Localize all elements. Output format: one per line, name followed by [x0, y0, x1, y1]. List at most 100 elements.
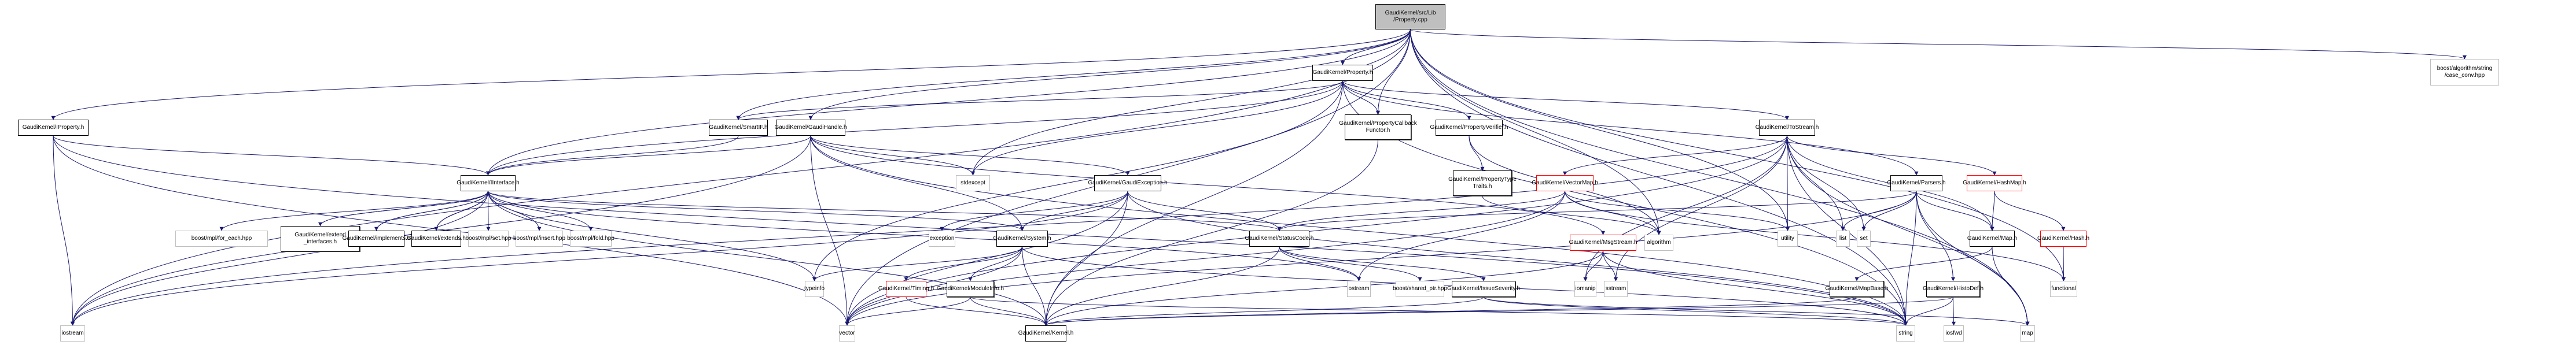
- edge-vectormap-to-vector: [845, 191, 1565, 326]
- node-label: GaudiKernel/Timing.h: [878, 285, 934, 292]
- node-label: GaudiKernel/ToStream.h: [1755, 124, 1819, 131]
- edge-gaudihandle-to-system: [810, 135, 1024, 231]
- edge-histodef-to-kernel: [1044, 296, 1953, 326]
- node-label: stdexcept: [961, 180, 985, 186]
- edge-parsers-to-map_h: [1916, 191, 1994, 231]
- edge-root-to-functional: [1410, 29, 2066, 281]
- node-label: GaudiKernel/MapBase.h: [1825, 285, 1889, 292]
- edge-gaudiexception-to-iostream: [71, 191, 1128, 326]
- node-tostream[interactable]: GaudiKernel/ToStream.h: [1756, 120, 1819, 136]
- edge-root-to-iproperty: [51, 29, 1411, 120]
- edge-system-to-timing: [904, 246, 1022, 281]
- edge-vectormap-to-functional: [1565, 191, 2066, 281]
- node-string: string: [1896, 325, 1915, 342]
- node-extends[interactable]: GaudiKernel/extends.h: [407, 231, 466, 247]
- edge-gaudihandle-to-iinterface: [486, 135, 811, 176]
- edge-vectormap-to-algorithm: [1565, 191, 1661, 235]
- edge-property-to-kernel: [1044, 80, 1343, 326]
- edge-gaudihandle-to-msgstream: [810, 135, 1605, 235]
- node-foreach: boost/mpl/for_each.hpp: [175, 231, 268, 247]
- edge-parsers-to-histodef: [1916, 191, 1955, 281]
- node-implements[interactable]: GaudiKernel/implements.h: [343, 231, 410, 247]
- edge-root-to-property: [1341, 29, 1411, 65]
- node-kernel[interactable]: GaudiKernel/Kernel.h: [1018, 325, 1073, 342]
- node-label: GaudiKernel/src/Lib /Property.cpp: [1385, 10, 1436, 23]
- node-issueseverity[interactable]: GaudiKernel/IssueSeverity.h: [1447, 281, 1520, 297]
- edge-iinterface-to-typeinfo: [488, 191, 816, 281]
- node-parsers[interactable]: GaudiKernel/Parsers.h: [1887, 175, 1946, 191]
- edge-timing-to-kernel: [906, 296, 1048, 326]
- node-timing[interactable]: GaudiKernel/Timing.h: [878, 281, 934, 297]
- node-smartif[interactable]: GaudiKernel/SmartIF.h: [709, 120, 768, 136]
- node-moduleinfo[interactable]: GaudiKernel/ModuleInfo.h: [937, 281, 1004, 297]
- edge-property-to-smartif: [736, 80, 1343, 120]
- node-label: iostream: [61, 330, 84, 336]
- edge-system-to-typeinfo: [812, 246, 1022, 281]
- node-hashmap[interactable]: GaudiKernel/HashMap.h: [1963, 175, 2026, 191]
- edge-gaudiexception-to-kernel: [1044, 191, 1128, 326]
- edge-gaudihandle-to-stdexcept: [810, 135, 975, 176]
- node-propcallback[interactable]: GaudiKernel/PropertyCallback Functor.h: [1339, 114, 1417, 140]
- edge-issueseverity-to-map: [1483, 296, 2030, 326]
- edge-root-to-iinterface: [486, 29, 1411, 176]
- node-gaudihandle[interactable]: GaudiKernel/GaudiHandle.h: [774, 120, 847, 136]
- node-sstream: sstream: [1604, 281, 1628, 297]
- node-msgstream[interactable]: GaudiKernel/MsgStream.h: [1569, 235, 1637, 251]
- node-label: boost/mpl/for_each.hpp: [191, 235, 252, 242]
- edge-iinterface-to-mplfold: [488, 191, 593, 231]
- node-label: GaudiKernel/Hash.h: [2037, 235, 2090, 242]
- node-label: vector: [839, 330, 855, 336]
- node-label: boost/mpl/set.hpp: [465, 235, 511, 242]
- node-mapbase[interactable]: GaudiKernel/MapBase.h: [1826, 281, 1888, 297]
- edge-moduleinfo-to-vector: [845, 296, 971, 326]
- edge-parsers-to-string: [1904, 191, 1917, 326]
- node-label: GaudiKernel/IProperty.h: [22, 124, 84, 131]
- node-iproperty[interactable]: GaudiKernel/IProperty.h: [18, 120, 89, 136]
- node-gaudiexception[interactable]: GaudiKernel/GaudiException.h: [1088, 175, 1168, 191]
- edge-propverifier-to-proptypetraits: [1469, 135, 1485, 171]
- node-histodef[interactable]: GaudiKernel/HistoDef.h: [1922, 281, 1984, 297]
- node-iinterface[interactable]: GaudiKernel/IInterface.h: [457, 175, 520, 191]
- edge-moduleinfo-to-kernel: [970, 296, 1048, 326]
- edge-root-to-iostream: [71, 29, 1411, 326]
- edge-map_h-to-map: [1992, 246, 2030, 326]
- edge-implements-to-iinterface: [376, 191, 490, 231]
- edge-system-to-moduleinfo: [968, 246, 1022, 281]
- node-proptypetraits[interactable]: GaudiKernel/PropertyType Traits.h: [1448, 170, 1517, 196]
- node-propverifier[interactable]: GaudiKernel/PropertyVerifier.h: [1430, 120, 1508, 136]
- node-label: GaudiKernel/IInterface.h: [457, 180, 520, 186]
- node-statuscode[interactable]: GaudiKernel/StatusCode.h: [1245, 231, 1313, 247]
- edge-iproperty-to-string: [53, 135, 1908, 326]
- node-property[interactable]: GaudiKernel/Property.h: [1312, 65, 1373, 81]
- edge-iinterface-to-kernel: [488, 191, 1048, 326]
- edge-property-to-iinterface: [486, 80, 1343, 176]
- node-label: GaudiKernel/implements.h: [342, 235, 411, 242]
- node-label: GaudiKernel/GaudiException.h: [1088, 180, 1168, 186]
- node-set: set: [1857, 231, 1871, 247]
- node-hash[interactable]: GaudiKernel/Hash.h: [2037, 231, 2090, 247]
- edge-smartif-to-iinterface: [486, 135, 739, 176]
- node-label: GaudiKernel/extends.h: [407, 235, 466, 242]
- node-label: GaudiKernel/System.h: [993, 235, 1051, 242]
- node-label: GaudiKernel/HistoDef.h: [1922, 285, 1984, 292]
- node-label: GaudiKernel/StatusCode.h: [1245, 235, 1314, 242]
- edge-iinterface-to-foreach: [219, 191, 488, 231]
- edge-gaudiexception-to-statuscode: [1127, 191, 1282, 231]
- node-label: algorithm: [1647, 239, 1671, 246]
- node-system[interactable]: GaudiKernel/System.h: [993, 231, 1051, 247]
- node-label: GaudiKernel/Kernel.h: [1018, 330, 1074, 336]
- edge-issueseverity-to-string: [1483, 296, 1908, 326]
- edge-tostream-to-sstream: [1614, 135, 1787, 281]
- node-mplfold: boost/mpl/fold.hpp: [567, 231, 614, 247]
- edge-extends-to-iinterface: [436, 191, 490, 231]
- edge-root-to-map: [1410, 29, 2030, 326]
- node-functional: functional: [2050, 281, 2077, 297]
- node-extendif[interactable]: GaudiKernel/extend _interfaces.h: [281, 226, 360, 251]
- node-label: GaudiKernel/Property.h: [1312, 69, 1373, 76]
- node-vectormap[interactable]: GaudiKernel/VectorMap.h: [1532, 175, 1598, 191]
- edge-gaudiexception-to-system: [1020, 191, 1128, 231]
- edge-gaudihandle-to-vector: [810, 135, 849, 326]
- node-map-h[interactable]: GaudiKernel/Map.h: [1967, 231, 2017, 247]
